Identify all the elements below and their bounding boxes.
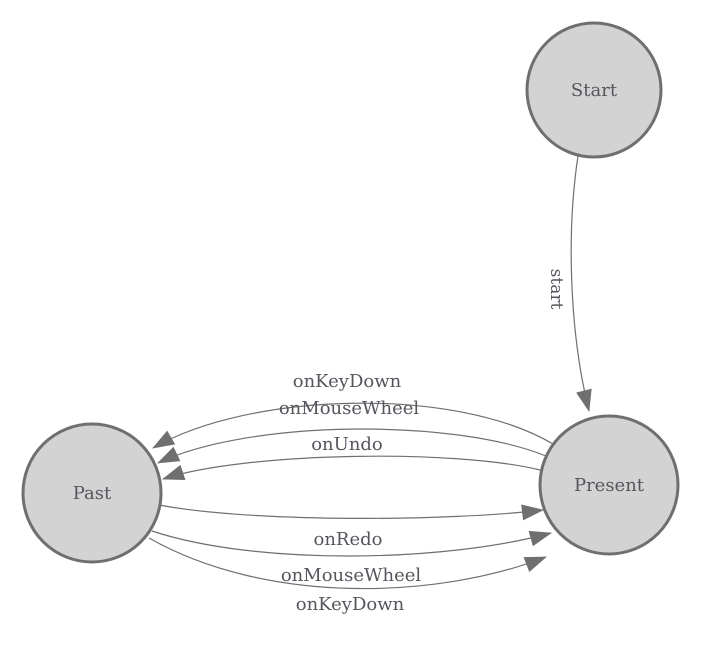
edge-past-to-present-onredo [158,504,544,521]
state-node-start: Start [525,21,663,159]
node-present-label: Present [574,475,645,496]
node-past-label: Past [73,483,112,504]
state-node-present: Present [538,414,680,556]
edge-label-onundo: onUndo [311,434,383,455]
edge-label-onkeydown-bottom: onKeyDown [296,594,405,615]
edge-label-onkeydown-top: onKeyDown [293,371,402,392]
node-start-circle [525,21,663,159]
edge-past-to-present-onkeydown [148,537,547,590]
edge-group [148,155,592,590]
edge-past-to-present-onmousewheel [151,530,552,557]
edge-present-to-past-onkeydown [152,402,554,449]
state-node-past: Past [21,422,163,564]
node-start-label: Start [571,80,618,101]
edge-label-onredo: onRedo [314,529,383,550]
node-present-circle [538,414,680,556]
edge-present-to-past-onundo [162,455,541,481]
edge-label-start: start [546,269,566,310]
edge-label-onmousewheel-bottom: onMouseWheel [281,565,422,586]
edge-label-onmousewheel-top: onMouseWheel [279,398,420,419]
edge-present-to-past-onmousewheel [157,428,547,464]
edge-label-group: start onKeyDown onMouseWheel onUndo onRe… [279,269,566,615]
edge-start-to-present [570,155,592,412]
node-past-circle [21,422,163,564]
node-group: Start Present Past [21,21,680,564]
